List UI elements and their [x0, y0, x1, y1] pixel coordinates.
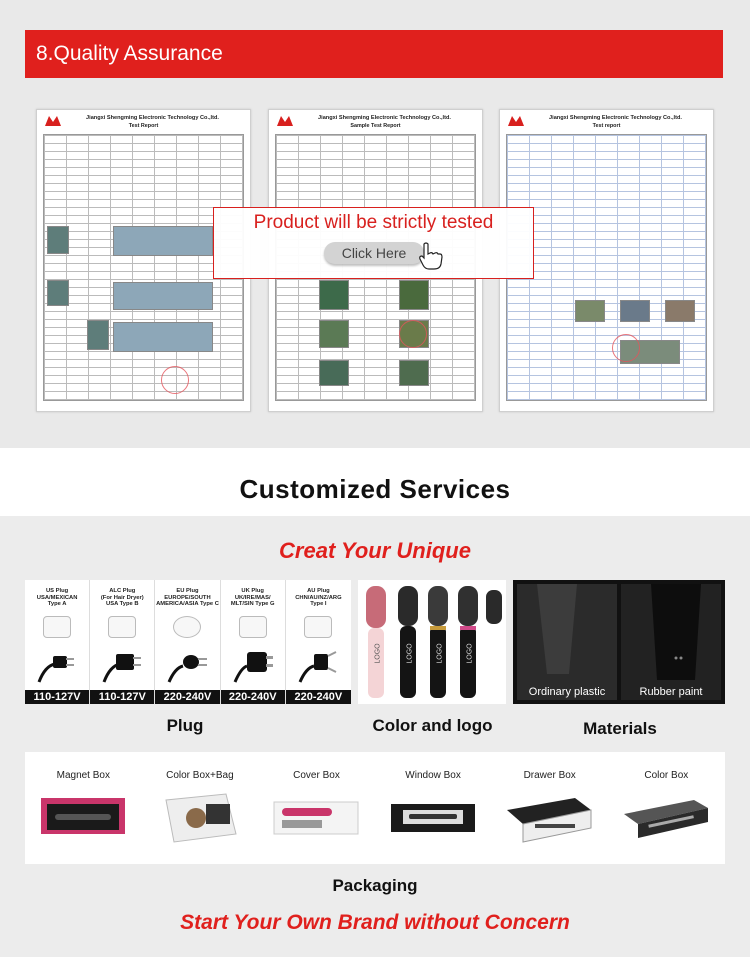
- color-box-image: [624, 800, 708, 838]
- plug-name: US Plug: [45, 588, 69, 594]
- report-title: Test report: [592, 123, 621, 129]
- packaging-label: Magnet Box: [56, 770, 110, 781]
- services-subtitle: Creat Your Unique: [279, 538, 471, 563]
- company-logo-icon: [277, 116, 293, 126]
- logo-label: LOGO: [436, 643, 444, 664]
- services-title: Customized Services: [239, 474, 511, 504]
- color-logo-panel[interactable]: LOGO LOGO LOGO LOGO: [358, 580, 506, 704]
- material-label: Ordinary plastic: [528, 686, 606, 698]
- socket-icon: [238, 616, 267, 638]
- approval-stamp: [399, 320, 427, 348]
- packaging-panel: Magnet Box Color Box+Bag Cover Box Windo…: [25, 752, 725, 864]
- temperature-chart: [113, 282, 213, 310]
- test-photo: [47, 280, 69, 306]
- approval-stamp: [612, 334, 640, 362]
- report-company: Jiangxi Shengming Electronic Technology …: [86, 115, 219, 121]
- rubber-paint-sample: Rubber paint: [621, 584, 721, 700]
- test-photo: [399, 280, 429, 310]
- materials-panel[interactable]: Ordinary plastic Rubber paint: [513, 580, 725, 704]
- test-photo: [319, 360, 349, 386]
- company-logo-icon: [508, 116, 524, 126]
- packaging-caption: Packaging: [332, 876, 418, 895]
- brand-tagline: Start Your Own Brand without Concern: [180, 911, 570, 934]
- plug-cord-icon: [102, 654, 142, 683]
- temperature-chart: [113, 226, 213, 256]
- plug-cord-icon: [298, 651, 337, 683]
- plug-name: AU Plug: [307, 588, 330, 594]
- test-photo: [319, 280, 349, 310]
- socket-icon: [303, 616, 332, 638]
- window-box-image: [390, 804, 475, 832]
- color-caption: Color and logo: [372, 716, 493, 735]
- plastic-handle-image: [537, 584, 577, 674]
- plug-voltage: 220-240V: [285, 690, 351, 704]
- drawer-box-image: [507, 798, 592, 843]
- report-company: Jiangxi Shengming Electronic Technology …: [318, 115, 451, 121]
- test-report-3[interactable]: Jiangxi Shengming Electronic Technology …: [499, 109, 714, 412]
- logo-label: LOGO: [406, 643, 414, 664]
- packaging-option[interactable]: Cover Box: [258, 752, 375, 864]
- color-box-bag-image: [165, 793, 237, 843]
- logo-label: LOGO: [374, 643, 382, 664]
- ordinary-plastic-sample: Ordinary plastic: [517, 584, 617, 700]
- click-here-button[interactable]: Click Here: [324, 242, 424, 264]
- socket-icon: [108, 616, 137, 638]
- magnet-box-image: [41, 798, 125, 834]
- test-photo: [575, 300, 605, 322]
- socket-icon: [43, 616, 71, 638]
- plug-voltage: 110-127V: [90, 690, 155, 704]
- pointing-hand-icon: [419, 242, 443, 270]
- plug-cord-icon: [233, 652, 273, 683]
- packaging-option[interactable]: Window Box: [375, 752, 492, 864]
- plug-name: ALC Plug: [109, 588, 136, 594]
- plug-voltage: 220-240V: [220, 690, 285, 704]
- packaging-option[interactable]: Color Box+Bag: [142, 752, 259, 864]
- section-title-bar: 8.Quality Assurance: [25, 30, 723, 78]
- test-photo: [87, 320, 109, 350]
- hair-brushes-image: [366, 586, 502, 698]
- packaging-label: Window Box: [405, 770, 461, 781]
- test-popup: Product will be strictly tested Click He…: [213, 207, 534, 279]
- report-title: Sample Test Report: [350, 123, 401, 129]
- report-table: [43, 134, 244, 401]
- packaging-label: Color Box+Bag: [166, 770, 234, 781]
- rubber-handle-image: [651, 584, 701, 680]
- plug-voltage: 220-240V: [155, 690, 220, 704]
- socket-icon: [173, 616, 202, 638]
- cover-box-image: [273, 801, 359, 835]
- packaging-option[interactable]: Magnet Box: [25, 752, 142, 864]
- packaging-label: Cover Box: [293, 770, 340, 781]
- packaging-label: Drawer Box: [523, 770, 576, 781]
- materials-caption: Materials: [583, 719, 657, 738]
- report-title: Test Report: [128, 123, 159, 129]
- test-photo: [319, 320, 349, 348]
- plug-voltage: 110-127V: [25, 690, 90, 704]
- test-photo: [47, 226, 69, 254]
- temperature-chart: [113, 322, 213, 352]
- plug-cord-icon: [37, 656, 74, 683]
- plug-name: UK Plug: [241, 588, 264, 594]
- packaging-option[interactable]: Drawer Box: [491, 752, 608, 864]
- material-label: Rubber paint: [639, 686, 703, 698]
- test-photo: [665, 300, 695, 322]
- test-photo: [399, 360, 429, 386]
- plug-option[interactable]: ALC Plug(For Hair Dryer)USA Type B 110-1…: [90, 580, 156, 704]
- approval-stamp: [161, 366, 189, 394]
- logo-label: LOGO: [466, 643, 474, 664]
- test-photo: [620, 300, 650, 322]
- plug-name: EU Plug: [176, 588, 199, 594]
- packaging-option[interactable]: Color Box: [608, 752, 725, 864]
- popup-message: Product will be strictly tested: [253, 212, 494, 233]
- report-company: Jiangxi Shengming Electronic Technology …: [549, 115, 682, 121]
- company-logo-icon: [45, 116, 61, 126]
- plug-cord-icon: [168, 655, 208, 683]
- packaging-label: Color Box: [644, 770, 689, 781]
- plug-caption: Plug: [166, 716, 204, 735]
